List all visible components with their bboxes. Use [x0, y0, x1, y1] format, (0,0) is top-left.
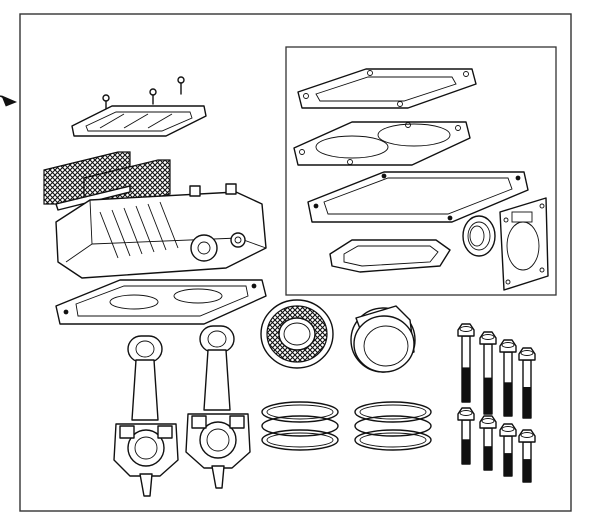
head-gasket	[293, 121, 471, 166]
piston	[350, 305, 416, 373]
bolt	[518, 347, 536, 419]
round-gasket	[329, 239, 451, 273]
oil-seal	[462, 215, 496, 257]
connecting-rod-1	[113, 335, 179, 497]
leader-arrow	[0, 95, 18, 107]
bolt	[479, 415, 497, 471]
cover-gasket	[499, 197, 549, 291]
cover-screws	[102, 76, 185, 111]
gasket-inset-frame	[285, 46, 557, 296]
bearing-roller-cage	[260, 299, 334, 369]
outer-frame	[19, 13, 572, 512]
cylinder-head	[55, 183, 267, 279]
bolt	[479, 331, 497, 415]
valve-plate-assembly	[55, 279, 267, 325]
bolt	[457, 323, 475, 403]
bolt	[499, 339, 517, 417]
bolt-set	[457, 323, 536, 483]
base-gasket	[307, 171, 529, 223]
connecting-rod-2	[185, 325, 251, 489]
piston-rings-1	[261, 401, 339, 451]
bolt	[499, 423, 517, 477]
bolt	[457, 407, 475, 465]
top-gasket	[297, 68, 477, 109]
bolt	[518, 429, 536, 483]
piston-rings-2	[354, 401, 432, 451]
valve-plate-with-reeds	[71, 105, 207, 137]
